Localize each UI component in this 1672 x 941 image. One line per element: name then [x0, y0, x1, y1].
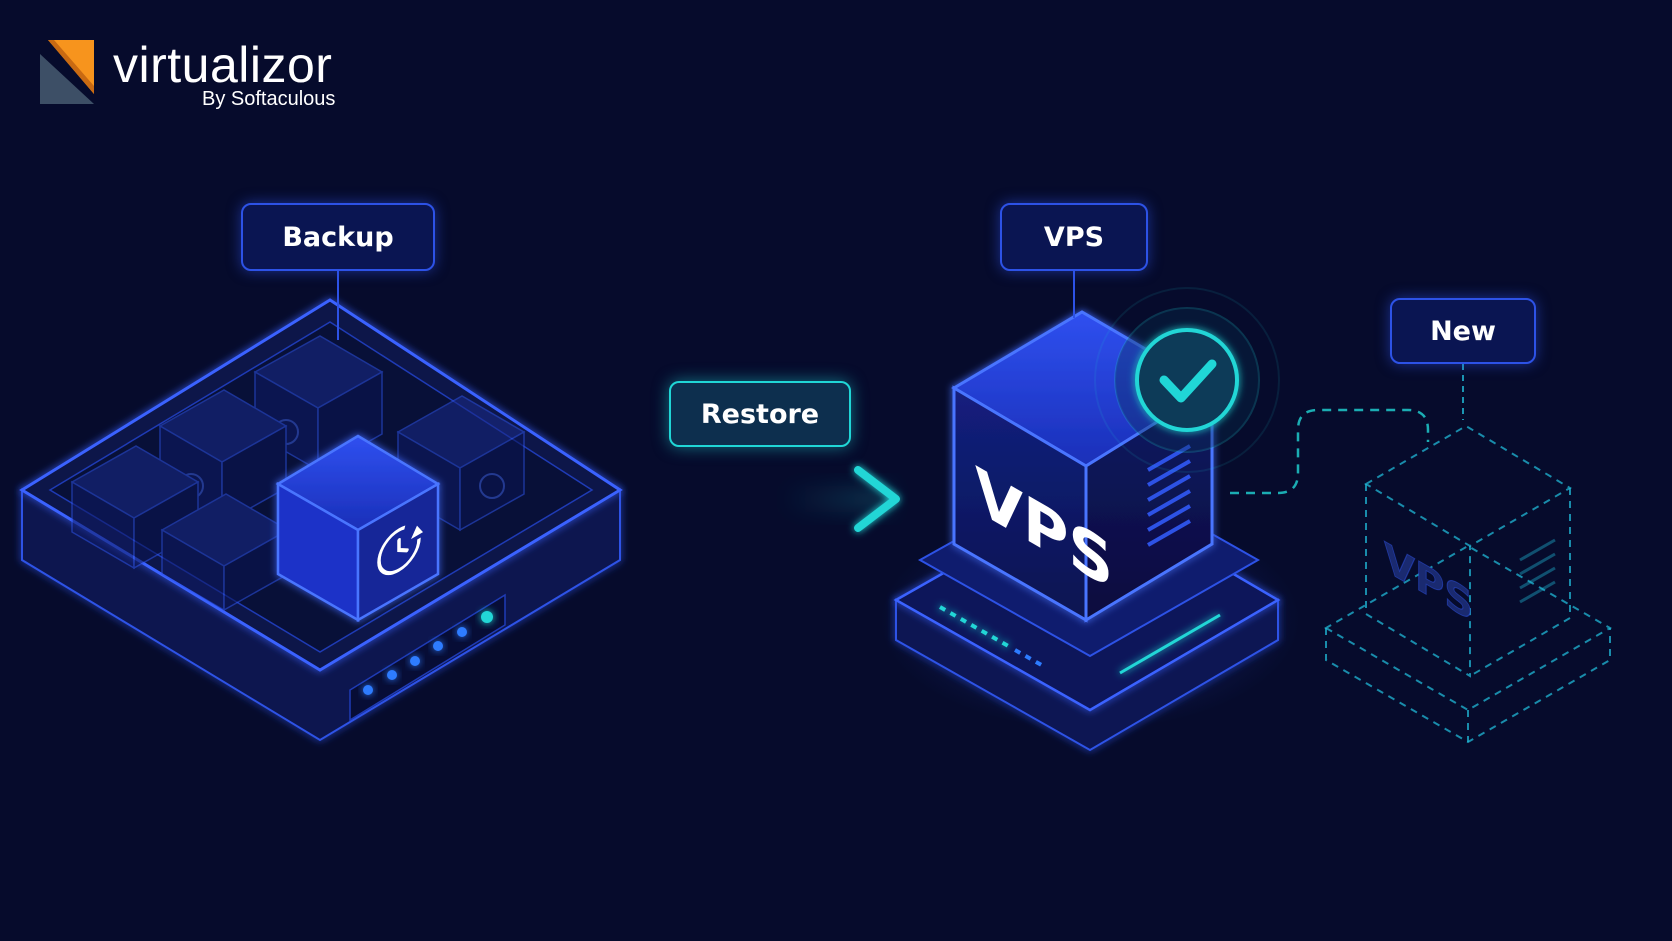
backup-storage-tray	[19, 298, 623, 742]
backup-cube	[70, 445, 200, 570]
new-server-link	[1230, 408, 1430, 495]
backup-cube	[253, 335, 384, 472]
backup-label: Backup	[241, 203, 435, 271]
vps-server: VPS	[880, 287, 1300, 752]
restore-label: Restore	[669, 381, 851, 447]
success-check-icon	[1094, 287, 1280, 473]
brand-byline: By Softaculous	[202, 88, 336, 110]
new-label: New	[1390, 298, 1536, 364]
vps-vent-slots	[1147, 444, 1191, 547]
restore-clock-icon	[377, 524, 423, 576]
vps-label: VPS	[1000, 203, 1148, 271]
brand-logo: virtualizor By Softaculous	[40, 38, 380, 118]
new-vps-box-label: VPS	[1384, 534, 1473, 632]
tray-status-leds	[349, 593, 506, 722]
backup-cube	[158, 389, 288, 526]
new-vps-placeholder	[1324, 424, 1612, 744]
brand-name: virtualizor	[113, 37, 333, 93]
virtualizor-logo-icon	[40, 40, 94, 104]
backup-cube	[160, 493, 290, 612]
restore-arrow	[640, 466, 900, 532]
